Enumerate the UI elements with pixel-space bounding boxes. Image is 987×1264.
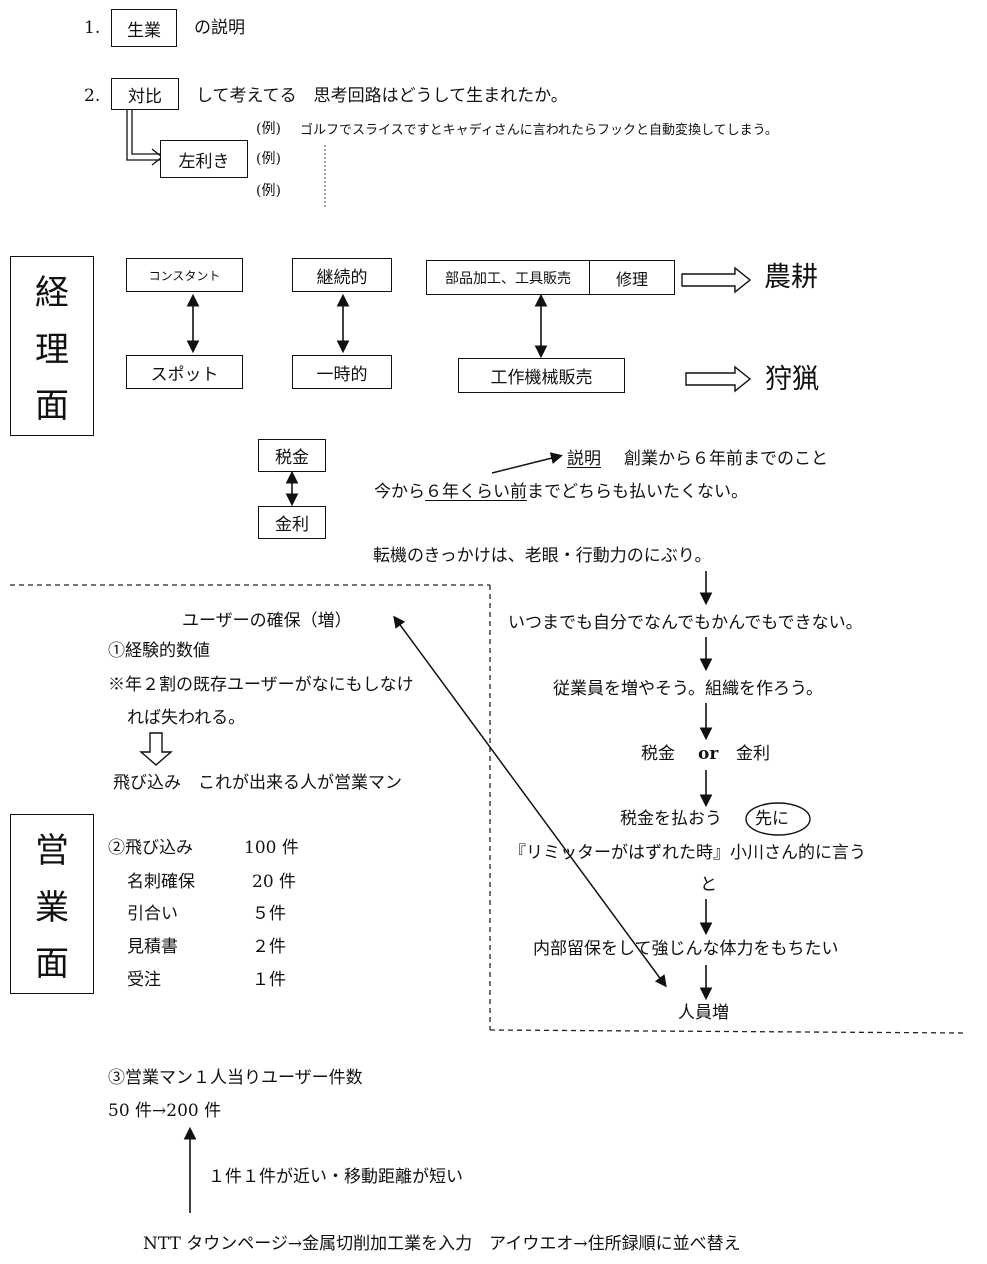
box-zeikin: 税金 [258, 439, 326, 472]
flow-text-6: と [700, 875, 717, 895]
hikiai-label: 引合い [127, 904, 178, 924]
flow-text-4: 税金を払おう [620, 809, 722, 829]
circle-mark [745, 802, 811, 836]
box-nariwai: 生業 [111, 9, 177, 47]
hollow-arrow-nouko [681, 266, 752, 294]
hollow-down-arrow [139, 732, 173, 766]
box-spot: スポット [126, 355, 243, 389]
example-text-1: ゴルフでスライスですとキャディさんに言われたらフックと自動変換してしまう。 [300, 123, 778, 138]
point-2: ②飛び込み [108, 838, 193, 858]
point-3-value: 50 件→200 件 [108, 1101, 222, 1121]
point-2-value: 100 件 [244, 838, 299, 858]
item2-text: して考えてる 思考回路はどうして生まれたか。 [196, 86, 568, 106]
item2-number: 2. [84, 86, 101, 106]
box-kinri: 金利 [258, 506, 326, 539]
tobikomi-line: 飛び込み これが出来る人が営業マン [113, 773, 402, 793]
note-line-2: れば失われる。 [127, 708, 246, 728]
example-label-2: (例) [256, 151, 281, 167]
hikiai-value: ５件 [252, 904, 286, 924]
box-hidarikiki: 左利き [160, 140, 248, 178]
point-1: ①経験的数値 [108, 641, 210, 661]
user-kakuho: ユーザーの確保（増） [182, 611, 352, 631]
box-kousaku: 工作機械販売 [458, 358, 625, 393]
six-years-line: 今から６年くらい前までどちらも払いたくない。 [374, 482, 748, 502]
ntt-line: NTT タウンページ→金属切削加工業を入力 アイウエオ→住所録順に並べ替え [143, 1234, 741, 1254]
box-constant: コンスタント [126, 258, 243, 292]
juchu-label: 受注 [127, 970, 161, 990]
item1-number: 1. [84, 18, 101, 38]
meishi-label: 名刺確保 [127, 872, 195, 892]
box-buhin: 部品加工、工具販売 [426, 260, 590, 295]
mitsumori-value: ２件 [252, 937, 286, 957]
box-taihi: 対比 [111, 78, 179, 110]
flow-or: or [698, 744, 719, 764]
box-keizoku: 継続的 [292, 258, 392, 292]
near-note: １件１件が近い・移動距離が短い [208, 1167, 463, 1187]
point-3: ③営業マン１人当りユーザー件数 [108, 1068, 363, 1088]
flow-text-5: 『リミッターがはずれた時』小川さん的に言う [509, 843, 866, 863]
flow-text-7: 内部留保をして強じんな体力をもちたい [533, 939, 839, 959]
label-shuryo: 狩猟 [765, 364, 819, 395]
flow-kinri: 金利 [736, 744, 770, 764]
setsumei-text: 創業から６年前までのこと [624, 449, 828, 469]
section-label-eigyo: 営 業 面 [10, 814, 94, 994]
example-label-3: (例) [256, 183, 281, 199]
flow-zeikin: 税金 [641, 744, 675, 764]
flow-arrows [183, 571, 713, 1213]
flow-text-8: 人員増 [678, 1003, 729, 1023]
hollow-arrow-shuryo [685, 365, 752, 393]
diagonal-double-arrow [393, 615, 667, 988]
item1-text: の説明 [194, 18, 245, 38]
arrow-to-setsumei [491, 452, 563, 474]
elbow-arrow [126, 108, 164, 166]
flow-text-1: いつまでも自分でなんでもかんでもできない。 [508, 613, 863, 633]
example-label-1: (例) [256, 121, 281, 137]
mitsumori-label: 見積書 [127, 937, 178, 957]
label-nouko: 農耕 [764, 262, 818, 293]
box-shuri: 修理 [589, 260, 675, 295]
meishi-value: 20 件 [252, 872, 297, 892]
setsumei-label: 説明 [567, 449, 601, 469]
flow-circled-saki: 先に [755, 809, 789, 829]
section-label-keiri: 経 理 面 [10, 256, 94, 436]
juchu-value: １件 [252, 970, 286, 990]
flow-text-0: 転機のきっかけは、老眼・行動力のにぶり。 [373, 546, 712, 566]
box-ichiji: 一時的 [292, 355, 392, 389]
note-line-1: ※年２割の既存ユーザーがなにもしなけ [108, 675, 414, 695]
flow-text-2: 従業員を増やそう。組織を作ろう。 [553, 679, 823, 699]
